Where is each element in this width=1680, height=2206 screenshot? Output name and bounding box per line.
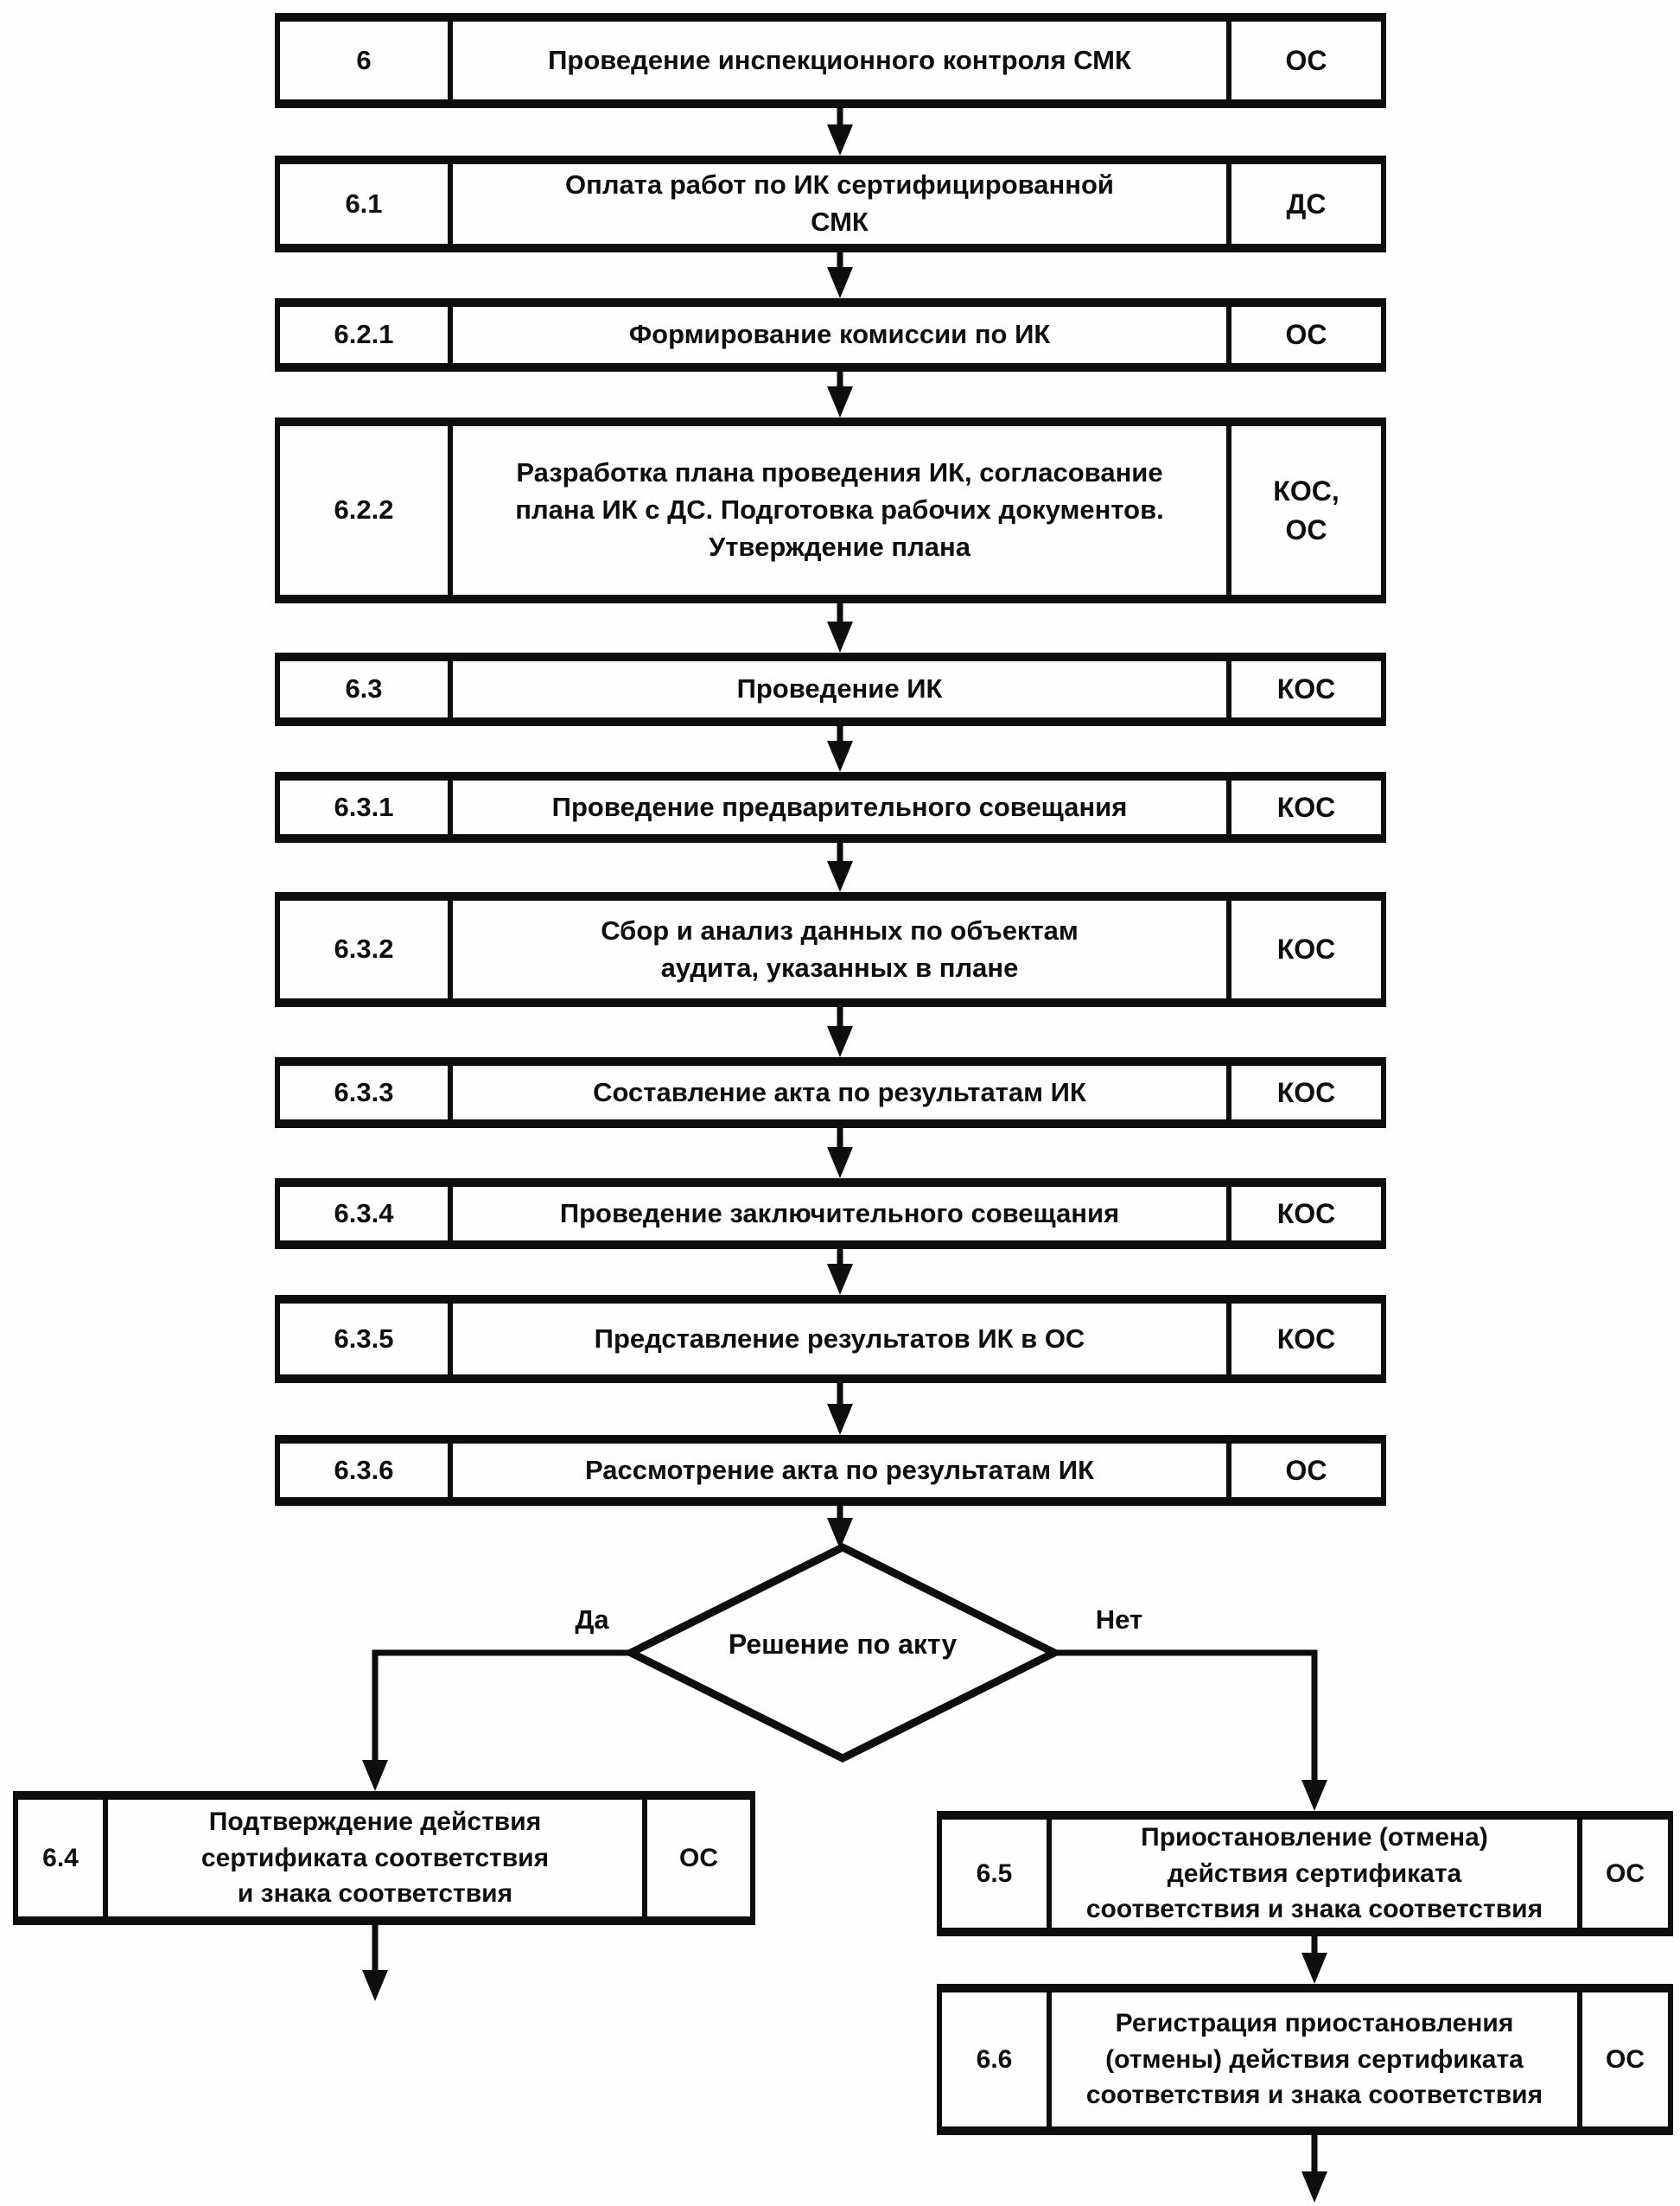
step-text: Проведение предварительного совещания bbox=[551, 791, 1128, 822]
step-role: КОС bbox=[1226, 901, 1381, 998]
process-box-6-3-5: 6.3.5 Представление результатов ИК в ОС … bbox=[275, 1295, 1386, 1383]
step-number: 6.3.3 bbox=[280, 1066, 453, 1119]
flow-arrow-head bbox=[1301, 1953, 1327, 1984]
step-number: 6.3.5 bbox=[280, 1304, 453, 1374]
step-role: ОС bbox=[1226, 22, 1381, 99]
step-number: 6.3 bbox=[280, 661, 453, 717]
process-box-6-5: 6.5 Приостановление (отмена) действия се… bbox=[937, 1811, 1673, 1936]
flow-arrow-head bbox=[827, 861, 853, 892]
step-text: Разработка плана проведения ИК, согласов… bbox=[515, 457, 1164, 562]
step-number: 6.6 bbox=[942, 1992, 1052, 2126]
step-text: Регистрация приостановления (отмены) дей… bbox=[1085, 2009, 1543, 2110]
flow-arrow-head bbox=[362, 1760, 388, 1791]
flow-arrow-head bbox=[827, 741, 853, 772]
step-number: 6.2.2 bbox=[280, 426, 453, 595]
flow-arrow-head bbox=[827, 124, 853, 156]
process-box-6-3-6: 6.3.6 Рассмотрение акта по результатам И… bbox=[275, 1435, 1386, 1506]
flow-arrow-head bbox=[827, 1147, 853, 1178]
decision-yes-label: Да bbox=[575, 1604, 609, 1635]
step-text: Проведение инспекционного контроля СМК bbox=[548, 44, 1131, 75]
step-text: Составление акта по результатам ИК bbox=[593, 1076, 1086, 1107]
step-text: Представление результатов ИК в ОС bbox=[594, 1323, 1085, 1354]
step-number: 6.3.2 bbox=[280, 901, 453, 998]
step-text: Приостановление (отмена) действия сертиф… bbox=[1085, 1823, 1543, 1924]
flow-arrow-head bbox=[827, 622, 853, 653]
process-box-6-3-4: 6.3.4 Проведение заключительного совещан… bbox=[275, 1178, 1386, 1249]
process-box-6-3-1: 6.3.1 Проведение предварительного совеща… bbox=[275, 772, 1386, 843]
flow-arrow-head bbox=[827, 267, 853, 298]
process-box-6-2-2: 6.2.2 Разработка плана проведения ИК, со… bbox=[275, 418, 1386, 603]
step-text: Проведение ИК bbox=[736, 673, 943, 705]
process-box-6-3-2: 6.3.2 Сбор и анализ данных по объектам а… bbox=[275, 892, 1386, 1007]
step-number: 6.3.4 bbox=[280, 1187, 453, 1240]
step-number: 6.2.1 bbox=[280, 307, 453, 363]
step-text: Рассмотрение акта по результатам ИК bbox=[585, 1454, 1094, 1485]
step-role: КОС, ОС bbox=[1226, 426, 1381, 595]
step-number: 6.5 bbox=[942, 1820, 1052, 1928]
step-number: 6 bbox=[280, 22, 453, 99]
process-box-6-1: 6.1 Оплата работ по ИК сертифицированной… bbox=[275, 156, 1386, 252]
step-number: 6.4 bbox=[18, 1800, 108, 1916]
step-role: ОС bbox=[1226, 1444, 1381, 1497]
flow-arrow-head bbox=[827, 1518, 853, 1549]
flow-arrow-head bbox=[362, 1970, 388, 2001]
process-box-6-2-1: 6.2.1 Формирование комиссии по ИК ОС bbox=[275, 298, 1386, 372]
step-role: КОС bbox=[1226, 1187, 1381, 1240]
flow-arrow-head bbox=[1301, 2171, 1327, 2203]
process-box-6-3: 6.3 Проведение ИК КОС bbox=[275, 653, 1386, 726]
flow-arrow-line bbox=[372, 1649, 631, 1767]
decision-no-label: Нет bbox=[1095, 1604, 1143, 1635]
step-text: Подтверждение действия сертификата соотв… bbox=[200, 1808, 550, 1909]
step-text: Сбор и анализ данных по объектам аудита,… bbox=[601, 915, 1079, 983]
process-box-6-3-3: 6.3.3 Составление акта по результатам ИК… bbox=[275, 1057, 1386, 1128]
flow-arrow-line bbox=[1054, 1649, 1318, 1787]
step-role: ОС bbox=[1577, 1820, 1668, 1928]
process-box-6-4: 6.4 Подтверждение действия сертификата с… bbox=[13, 1791, 755, 1925]
decision-text: Решение по акту bbox=[728, 1629, 958, 1660]
flow-arrow-head bbox=[827, 386, 853, 418]
decision-diamond bbox=[621, 1542, 1064, 1763]
step-role: КОС bbox=[1226, 1066, 1381, 1119]
process-box-6: 6 Проведение инспекционного контроля СМК… bbox=[275, 13, 1386, 108]
step-text: Проведение заключительного совещания bbox=[559, 1197, 1120, 1228]
step-role: ДС bbox=[1226, 164, 1381, 244]
step-role: КОС bbox=[1226, 781, 1381, 834]
step-role: КОС bbox=[1226, 661, 1381, 717]
flow-arrow-head bbox=[827, 1264, 853, 1295]
step-text: Формирование комиссии по ИК bbox=[628, 319, 1051, 350]
process-box-6-6: 6.6 Регистрация приостановления (отмены)… bbox=[937, 1984, 1673, 2135]
step-number: 6.3.1 bbox=[280, 781, 453, 834]
flow-arrow-head bbox=[1301, 1780, 1327, 1811]
step-number: 6.3.6 bbox=[280, 1444, 453, 1497]
step-role: КОС bbox=[1226, 1304, 1381, 1374]
step-number: 6.1 bbox=[280, 164, 453, 244]
flow-arrow-head bbox=[827, 1404, 853, 1435]
step-text: Оплата работ по ИК сертифицированной СМК bbox=[565, 169, 1114, 237]
step-role: ОС bbox=[1577, 1992, 1668, 2126]
step-role: ОС bbox=[1226, 307, 1381, 363]
step-role: ОС bbox=[642, 1800, 750, 1916]
flow-arrow-head bbox=[827, 1026, 853, 1057]
